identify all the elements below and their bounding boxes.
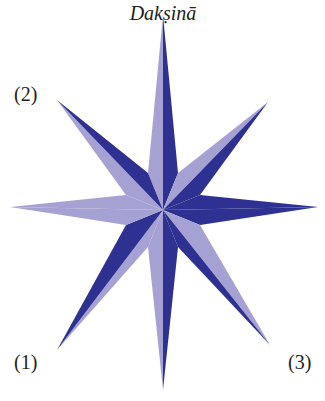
callout-number: (3) <box>288 352 311 372</box>
callout-number: (1) <box>14 352 37 372</box>
callout-number: (2) <box>14 84 37 104</box>
direction-title: Dakṣinā <box>130 3 197 23</box>
